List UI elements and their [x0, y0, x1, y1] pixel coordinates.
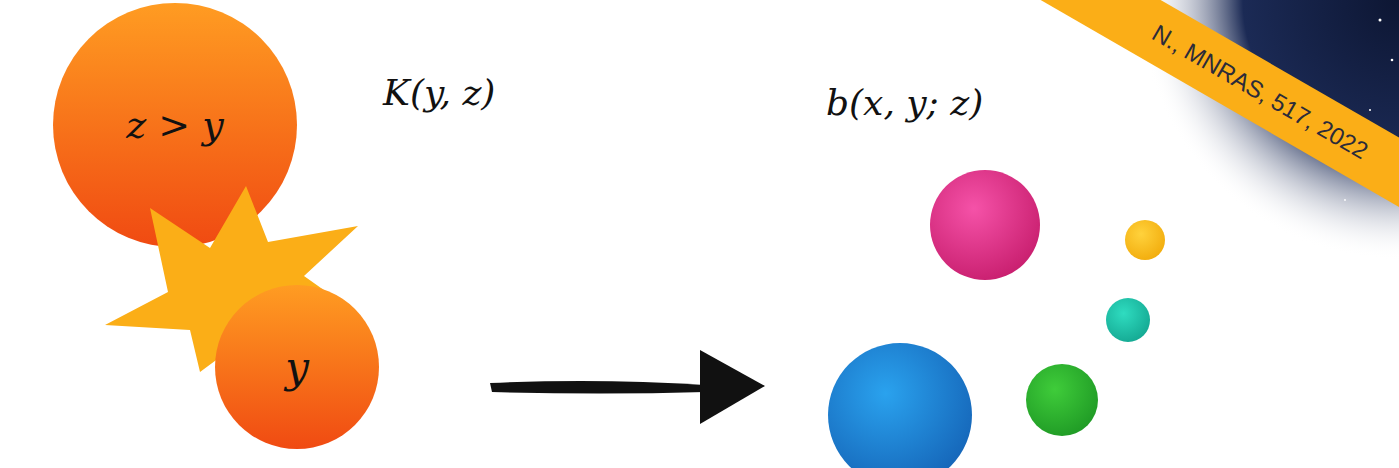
body-circle: y	[215, 285, 379, 449]
kernel-label: K(y, z)	[383, 72, 495, 113]
fragment-ball	[1106, 298, 1150, 342]
fragment-ball	[1026, 364, 1098, 436]
fragment-distribution-label: b(x, y; z)	[826, 82, 983, 123]
fragment-ball	[828, 343, 972, 468]
body-circle: z > y	[53, 3, 297, 247]
fragment-ball	[1125, 220, 1165, 260]
fragment-ball	[930, 170, 1040, 280]
body-label: y	[285, 343, 309, 392]
circle-fill	[215, 285, 379, 449]
arrow	[490, 350, 765, 424]
circle-fill	[53, 3, 297, 247]
body-label: z > y	[126, 103, 224, 147]
